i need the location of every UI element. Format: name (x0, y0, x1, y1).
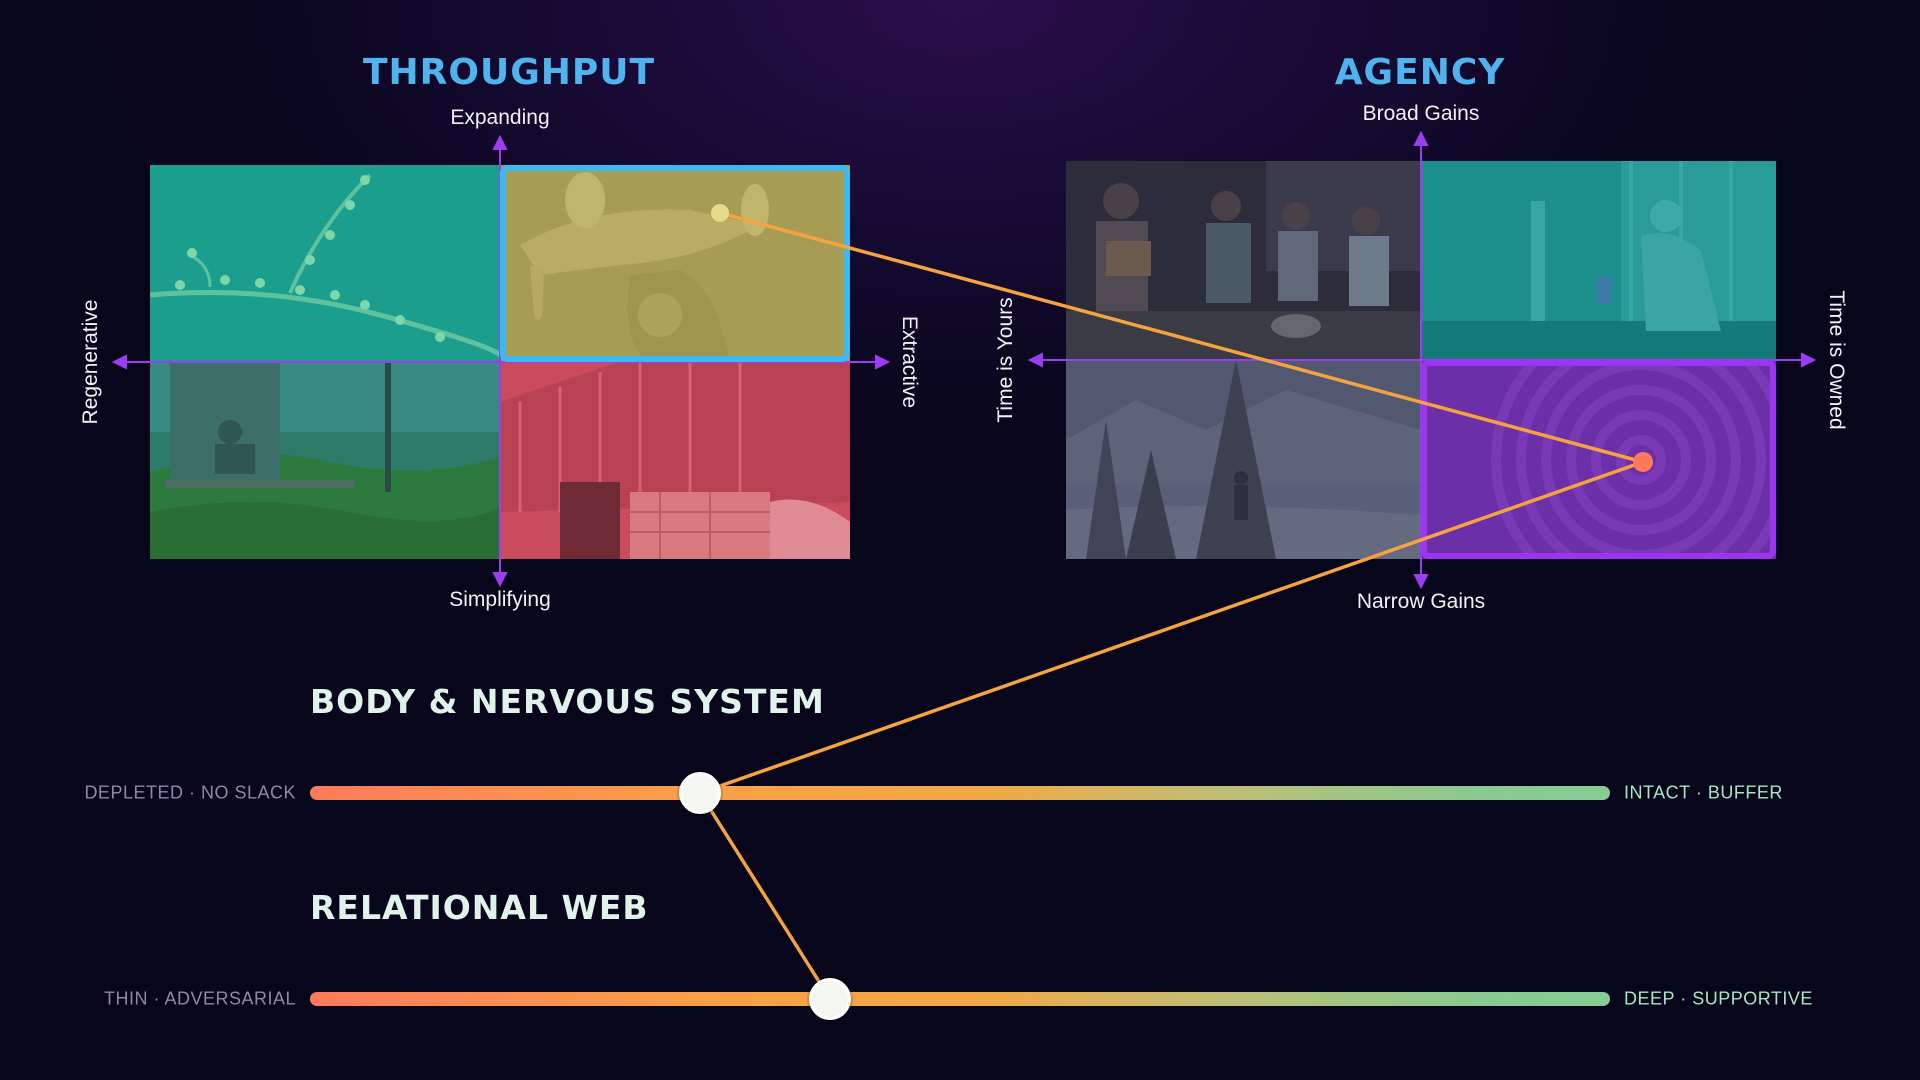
relational-left-label: THIN · ADVERSARIAL (103, 988, 296, 1009)
throughput-quadrant-regenerative-expanding[interactable] (150, 165, 500, 362)
body-slider-track[interactable] (310, 786, 1610, 800)
lake-hiker-image (1066, 360, 1421, 559)
throughput-axis-bottom-label: Simplifying (449, 588, 551, 611)
agency-axis-left-label: Time is Yours (994, 297, 1017, 423)
relational-slider-track[interactable] (310, 992, 1610, 1006)
connector-body-to-relational (698, 791, 832, 1001)
throughput-axis-left-label: Regenerative (79, 299, 102, 425)
relational-slider-thumb[interactable] (809, 978, 851, 1020)
agency-quadrant-owned-broad[interactable] (1421, 161, 1776, 360)
body-section-title: BODY & NERVOUS SYSTEM (310, 682, 825, 721)
throughput-axis-top-label: Expanding (450, 106, 550, 129)
body-right-label: INTACT · BUFFER (1624, 782, 1783, 803)
agency-axis-top-label: Broad Gains (1362, 102, 1480, 125)
throughput-axis-right-label: Extractive (898, 315, 921, 409)
agency-quadrant-yours-broad[interactable] (1066, 161, 1421, 360)
relational-right-label: DEEP · SUPPORTIVE (1624, 988, 1813, 1009)
relational-section-title: RELATIONAL WEB (310, 888, 649, 927)
throughput-selection-outline (500, 165, 850, 362)
agency-selection-outline (1421, 360, 1776, 559)
agency-axis-bottom-label: Narrow Gains (1356, 590, 1486, 613)
cabin-porch-image (150, 362, 500, 559)
volunteers-image (1066, 161, 1421, 360)
ruined-house-image (500, 362, 850, 559)
body-slider-thumb[interactable] (679, 772, 721, 814)
throughput-quadrant-extractive-simplifying[interactable] (500, 362, 850, 559)
branch-image (150, 165, 500, 362)
agency-title: AGENCY (1334, 52, 1506, 93)
agency-quadrant-yours-narrow[interactable] (1066, 360, 1421, 559)
stressed-worker-image (1421, 161, 1776, 360)
body-left-label: DEPLETED · NO SLACK (84, 782, 296, 803)
agency-axis-right-label: Time is Owned (1825, 290, 1848, 430)
throughput-title: THROUGHPUT (362, 52, 656, 93)
throughput-quadrant-regenerative-simplifying[interactable] (150, 362, 500, 559)
